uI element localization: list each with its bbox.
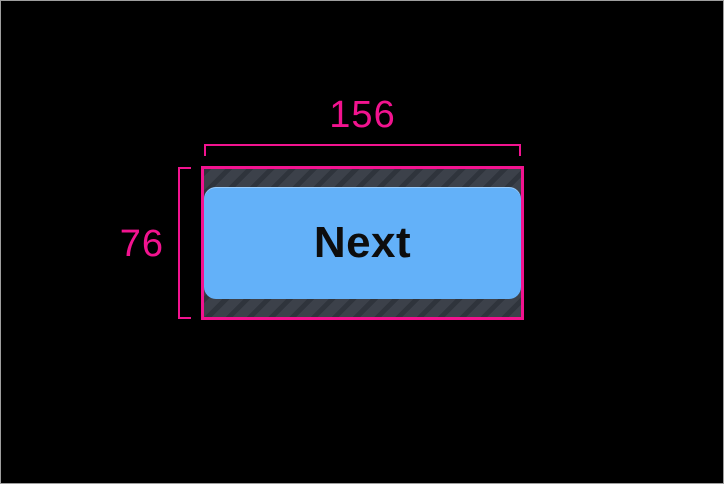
- next-button-label: Next: [313, 218, 412, 267]
- width-dimension-label: 156: [329, 94, 396, 136]
- height-dimension-label: 76: [119, 223, 164, 265]
- next-button[interactable]: Next: [204, 187, 521, 299]
- selection-highlight-box: Next: [201, 166, 524, 320]
- height-measurement-bracket: [178, 167, 191, 319]
- width-measurement-bracket: [204, 144, 521, 156]
